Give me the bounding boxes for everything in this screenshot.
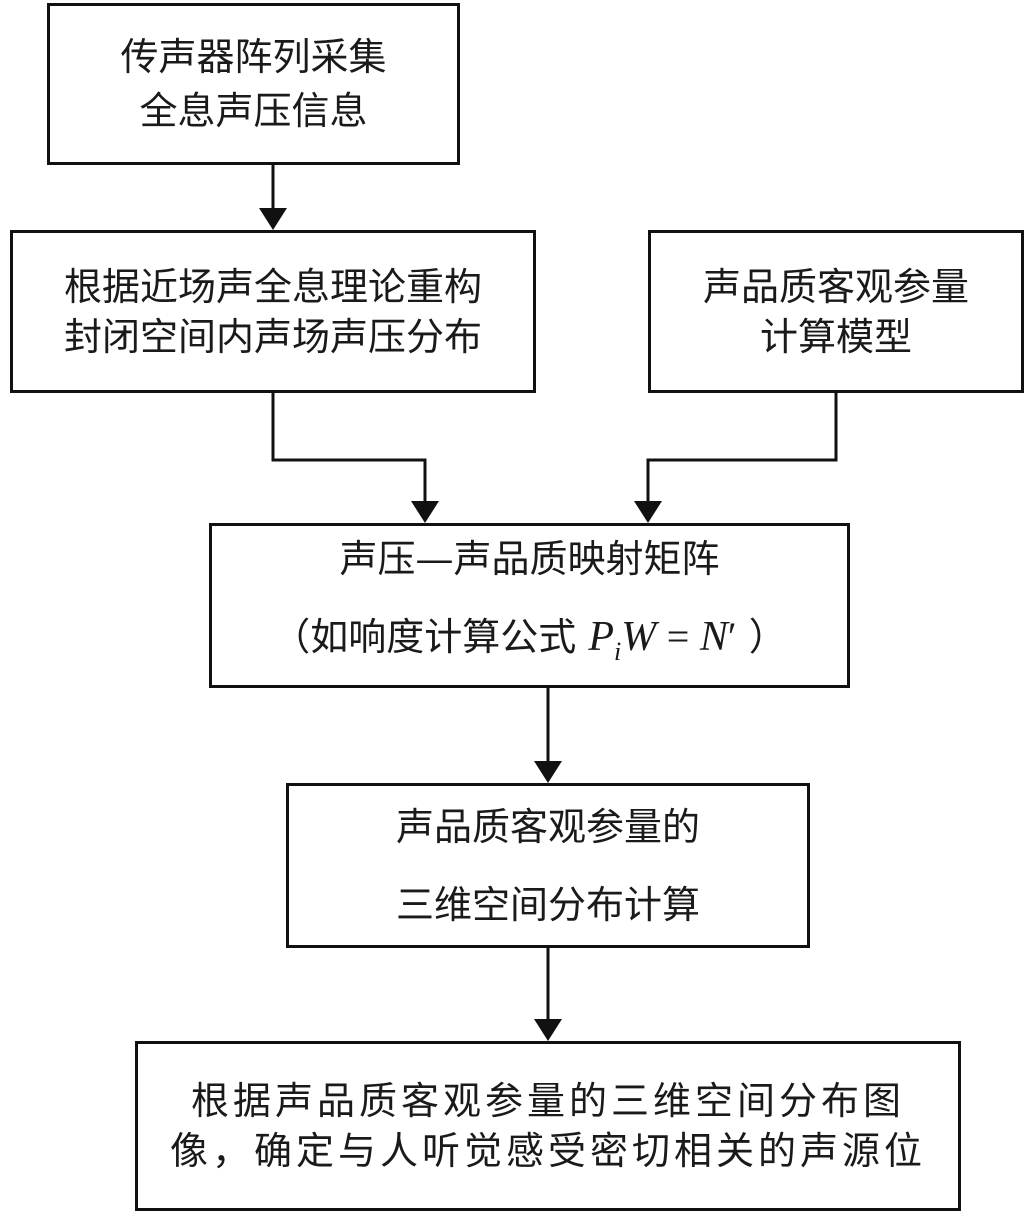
step-acquire-line2: 全息声压信息: [139, 84, 367, 138]
step-model-line1: 声品质客观参量: [703, 262, 969, 312]
step-mapping-line2: （如响度计算公式 PiW = N′ ）: [272, 598, 786, 691]
formula-var-p: P: [588, 614, 614, 660]
formula-equals: =: [667, 614, 690, 659]
step-locate-line2: 像，确定与人听觉感受密切相关的声源位: [170, 1126, 926, 1176]
step-reconstruct-box: 根据近场声全息理论重构 封闭空间内声场声压分布: [10, 230, 536, 393]
step-mapping-box: 声压—声品质映射矩阵 （如响度计算公式 PiW = N′ ）: [209, 523, 850, 688]
formula-prime: ′: [728, 614, 737, 659]
step-mapping-line1: 声压—声品质映射矩阵: [339, 520, 719, 598]
arrowhead-down: [259, 208, 287, 230]
step-model-box: 声品质客观参量 计算模型: [648, 230, 1024, 393]
step-locate-box: 根据声品质客观参量的三维空间分布图 像，确定与人听觉感受密切相关的声源位: [135, 1041, 961, 1211]
step-reconstruct-line1: 根据近场声全息理论重构: [64, 262, 482, 312]
connector-reconstruct-to-mapping: [273, 393, 425, 505]
step-distribution-line1: 声品质客观参量的: [396, 788, 700, 866]
arrowhead-down: [534, 761, 562, 783]
arrowhead-down: [534, 1019, 562, 1041]
formula-var-n: N: [700, 614, 728, 660]
step-distribution-line2: 三维空间分布计算: [396, 866, 700, 944]
step-reconstruct-line2: 封闭空间内声场声压分布: [64, 312, 482, 362]
step-model-line2: 计算模型: [760, 312, 912, 362]
step-locate-line1: 根据声品质客观参量的三维空间分布图: [191, 1076, 905, 1126]
step-mapping-line2-prefix: （如响度计算公式: [272, 615, 576, 659]
loudness-formula: PiW = N′: [588, 614, 736, 660]
connector-model-to-mapping: [648, 393, 836, 505]
step-acquire-box: 传声器阵列采集 全息声压信息: [47, 3, 460, 165]
step-distribution-box: 声品质客观参量的 三维空间分布计算: [286, 783, 810, 948]
step-mapping-line2-suffix: ）: [749, 615, 787, 659]
step-acquire-line1: 传声器阵列采集: [120, 30, 386, 84]
formula-var-w: W: [621, 614, 656, 660]
